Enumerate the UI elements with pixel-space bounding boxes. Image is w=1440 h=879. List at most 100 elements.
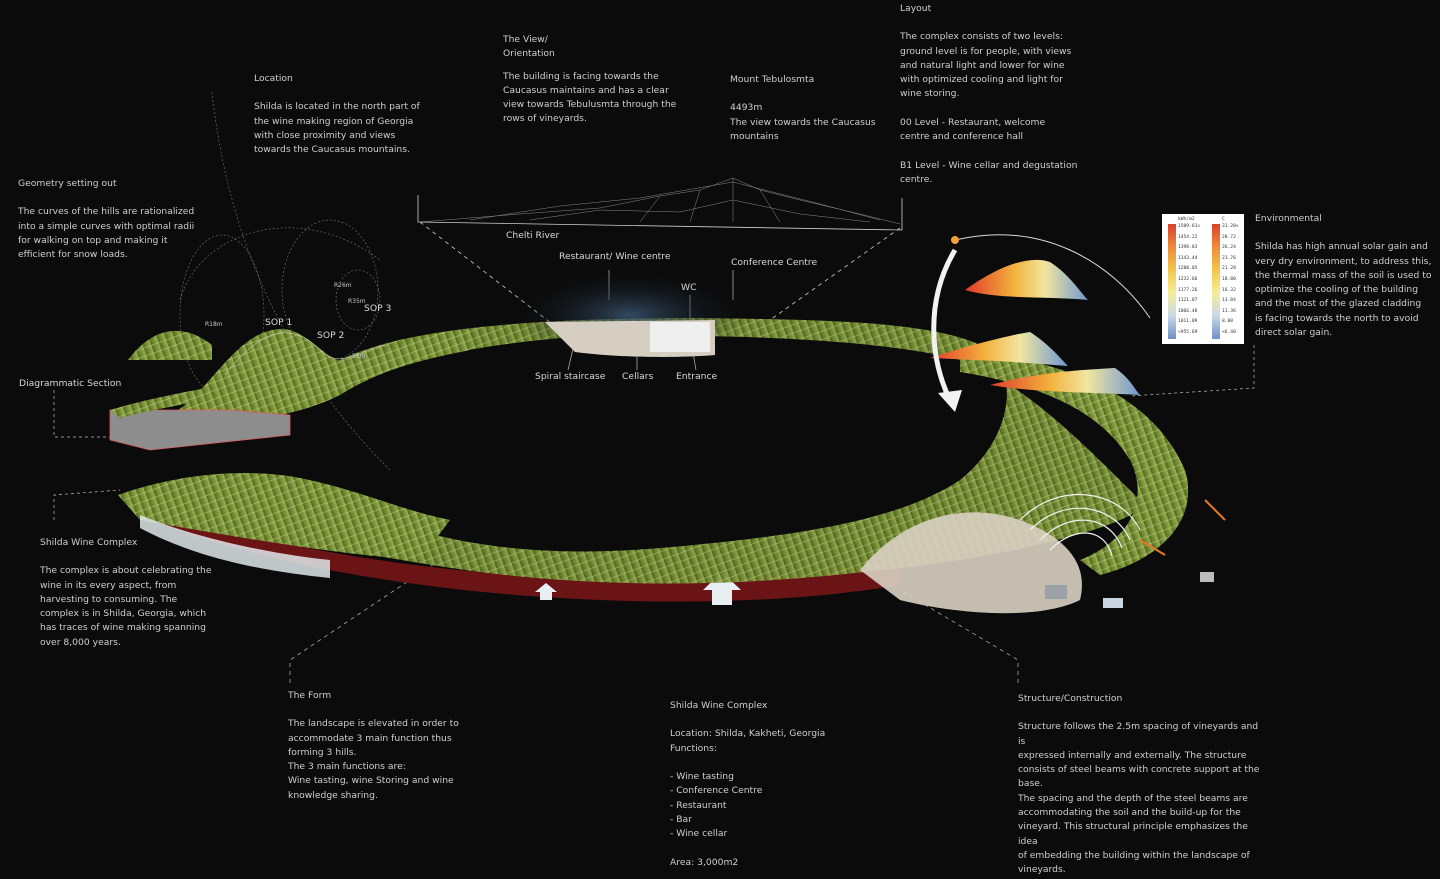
solar-surface-bottom	[990, 368, 1140, 395]
label-wc: WC	[681, 282, 697, 293]
legend-tick: <955.69	[1178, 329, 1198, 335]
legend-tick: 16.32	[1222, 287, 1236, 293]
solar-surface-top	[965, 259, 1088, 300]
building-interior	[650, 322, 710, 352]
structure-text: Structure follows the 2.5m spacing of vi…	[1018, 721, 1260, 876]
arrow-marker-large	[703, 572, 741, 605]
label-radius-2: R26m	[334, 282, 352, 289]
legend-tick: 13.84	[1222, 298, 1236, 304]
complex-left-heading: Shilda Wine Complex	[40, 537, 138, 548]
label-sop1: SOP 1	[265, 317, 293, 328]
label-chelti-river: Chelti River	[506, 230, 560, 241]
structure-block: Structure/Construction Structure follows…	[1018, 692, 1268, 878]
form-text: The landscape is elevated in order to ac…	[288, 718, 459, 801]
mount-heading: Mount Tebulosmta	[730, 74, 815, 85]
complex-left-text: The complex is about celebrating the win…	[40, 565, 212, 648]
mount-text: 4493m The view towards the Caucasus moun…	[730, 102, 876, 142]
layout-text: The complex consists of two levels: grou…	[900, 31, 1078, 186]
mount-block: Mount Tebulosmta 4493m The view towards …	[730, 73, 890, 144]
legend-tick: 1343.44	[1178, 255, 1198, 261]
environmental-block: Environmental Shilda has high annual sol…	[1255, 212, 1435, 340]
environmental-heading: Environmental	[1255, 213, 1322, 224]
view-block: The View/ Orientation The building is fa…	[503, 33, 683, 127]
view-text: The building is facing towards the Cauca…	[503, 70, 677, 125]
environmental-text: Shilda has high annual solar gain and ve…	[1255, 241, 1432, 339]
layout-block: Layout The complex consists of two level…	[900, 2, 1080, 188]
left-hill-wireframe	[224, 332, 386, 376]
legend-tick: 26.24	[1222, 245, 1236, 251]
legend-tick: 1121.87	[1178, 298, 1198, 304]
complex-left-block: Shilda Wine Complex The complex is about…	[40, 536, 220, 650]
legend-tick: 28.72	[1222, 234, 1236, 240]
mountain-wireframe	[419, 177, 901, 225]
arrow-marker-small	[535, 583, 557, 600]
label-cellars: Cellars	[622, 371, 654, 382]
location-text: Shilda is located in the north part of t…	[254, 101, 420, 156]
legend-tick: 23.76	[1222, 255, 1236, 261]
label-sop2: SOP 2	[317, 330, 345, 341]
construction-zone	[860, 512, 1082, 614]
cranes	[1139, 499, 1226, 556]
structure-heading: Structure/Construction	[1018, 693, 1123, 704]
site-vehicle	[1103, 598, 1123, 608]
legend-tick: 1398.83	[1178, 245, 1198, 251]
label-restaurant: Restaurant/ Wine centre	[559, 251, 671, 262]
legend-tick: 31.20<	[1222, 224, 1239, 229]
legend-tick: 1454.22	[1178, 234, 1198, 240]
legend-tick: 1509.61<	[1178, 224, 1201, 229]
label-spiral-staircase: Spiral staircase	[535, 371, 606, 382]
ring-earth	[150, 505, 900, 602]
geometry-text: The curves of the hills are rationalized…	[18, 206, 195, 261]
complex-center-heading: Shilda Wine Complex	[670, 700, 768, 711]
vineyard-east-arc	[960, 350, 1189, 575]
geometry-heading: Geometry setting out	[18, 178, 117, 189]
legend-unit-radiation: kWh/m2	[1178, 217, 1195, 222]
legend-tick: 18.80	[1222, 276, 1236, 282]
label-radius-1: R18m	[205, 321, 223, 328]
legend-tick: <6.40	[1222, 329, 1236, 335]
legend-tick: 1011.09	[1178, 319, 1198, 325]
label-sop3: SOP 3	[364, 303, 392, 314]
location-block: Location Shilda is located in the north …	[254, 72, 424, 157]
label-diagrammatic-section: Diagrammatic Section	[19, 378, 122, 389]
legend-tick: 1066.48	[1178, 308, 1198, 314]
legend-tick: 8.88	[1222, 319, 1234, 325]
geometry-block: Geometry setting out The curves of the h…	[18, 177, 198, 262]
section-cut	[109, 409, 291, 451]
sun-direction-arrow	[931, 248, 958, 402]
solar-surface-middle	[930, 332, 1068, 366]
site-vehicle	[1045, 585, 1067, 599]
label-entrance: Entrance	[676, 371, 718, 382]
location-heading: Location	[254, 73, 293, 84]
legend-tick: 11.36	[1222, 308, 1236, 314]
left-vineyard-section	[128, 330, 212, 360]
lower-left-facade	[140, 515, 330, 578]
complex-center-block: Shilda Wine Complex Location: Shilda, Ka…	[670, 699, 850, 870]
section-roof	[110, 370, 340, 418]
steel-structure	[1019, 494, 1141, 557]
label-conference: Conference Centre	[731, 257, 818, 268]
form-heading: The Form	[288, 690, 332, 701]
solar-legend: kWh/m2 C 1509.61< 1454.22 1398.83 1343.4…	[1162, 214, 1244, 344]
sun-arrow-head	[938, 390, 962, 412]
sun-marker	[951, 236, 959, 244]
label-radius-3: R35m	[348, 298, 366, 305]
layout-heading: Layout	[900, 3, 932, 14]
legend-ticks-radiation: 1509.61< 1454.22 1398.83 1343.44 1288.05…	[1178, 222, 1200, 339]
site-vehicle	[1200, 572, 1214, 582]
legend-tick: 1177.26	[1178, 287, 1198, 293]
legend-tick: 21.28	[1222, 266, 1236, 272]
legend-bar-temperature	[1212, 224, 1220, 339]
form-block: The Form The landscape is elevated in or…	[288, 689, 468, 803]
label-radius-4: 55m	[352, 353, 366, 360]
legend-tick: 1232.66	[1178, 276, 1198, 282]
legend-bar-radiation	[1168, 224, 1176, 339]
legend-tick: 1288.05	[1178, 266, 1198, 272]
legend-ticks-temperature: 31.20< 28.72 26.24 23.76 21.28 18.80 16.…	[1222, 222, 1239, 339]
legend-unit-temperature: C	[1222, 217, 1225, 222]
complex-center-text: Location: Shilda, Kakheti, Georgia Funct…	[670, 728, 826, 868]
lower-left-ring	[118, 473, 450, 560]
view-heading: The View/ Orientation	[503, 34, 555, 60]
sun-path-arc	[954, 234, 1151, 319]
